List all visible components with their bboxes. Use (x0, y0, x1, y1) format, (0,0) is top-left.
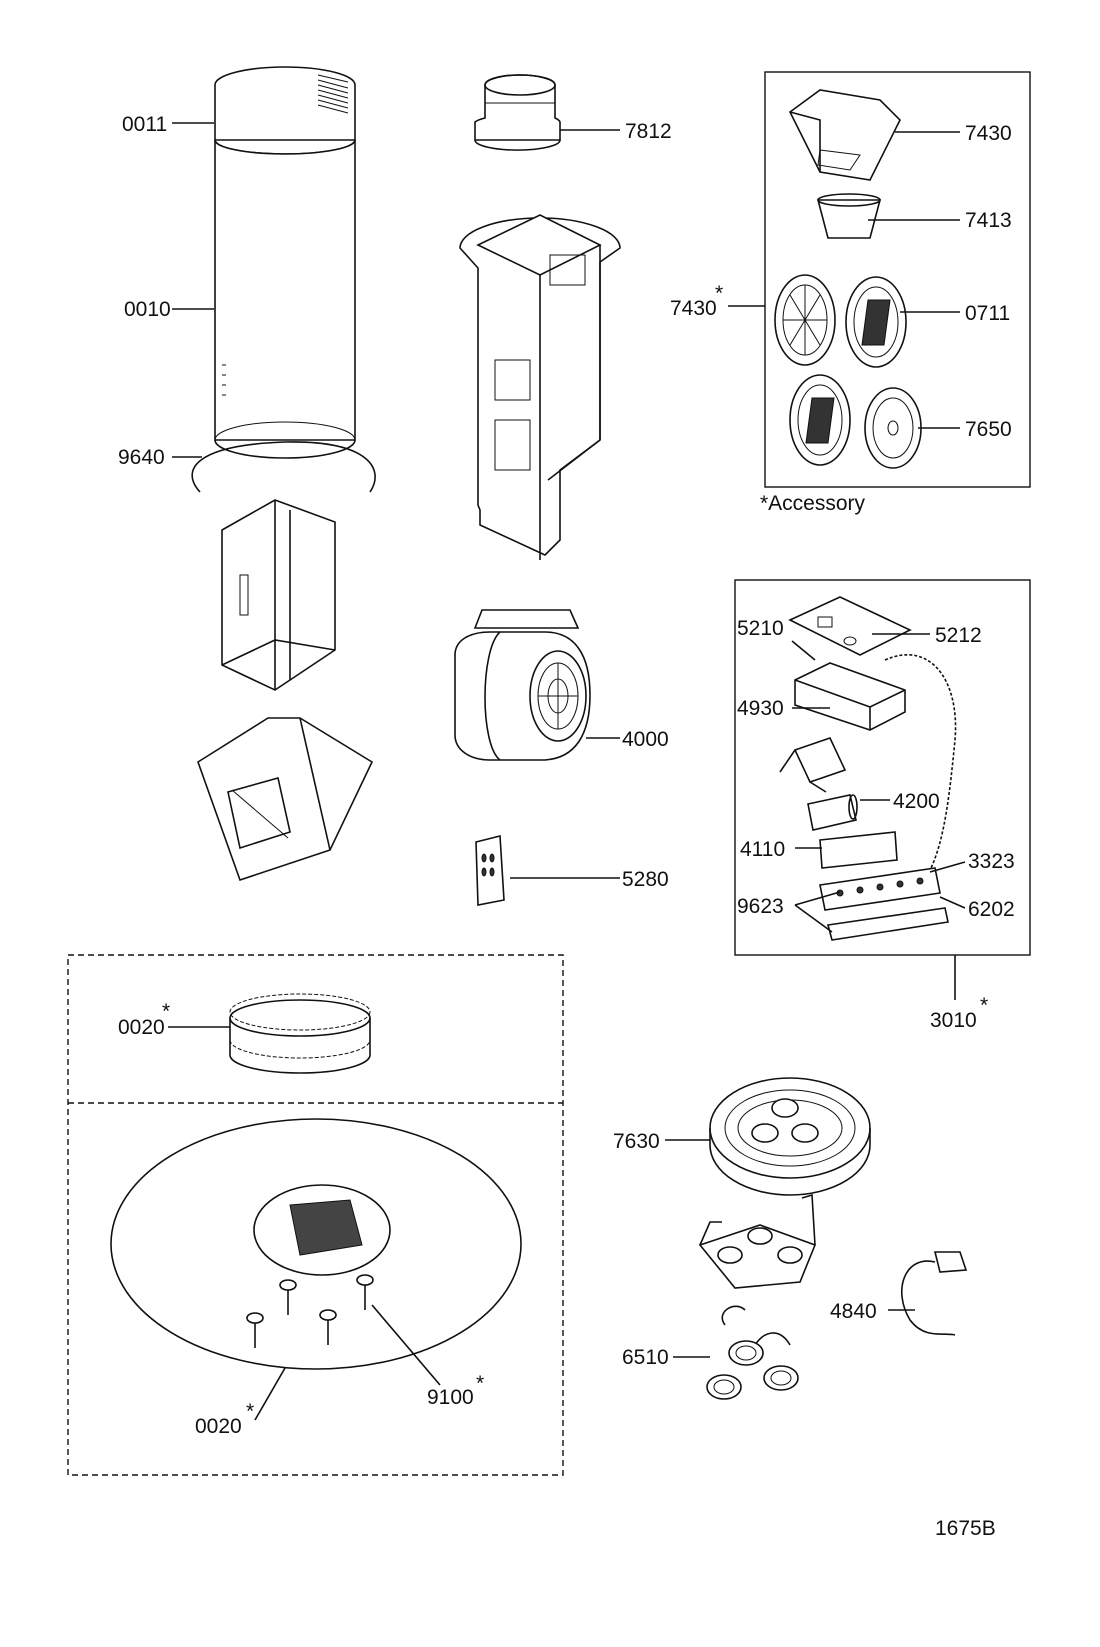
light-bracket (698, 1193, 817, 1289)
control-board (788, 596, 912, 656)
accessory-kit-box (764, 71, 1031, 488)
charcoal-filter-c (789, 374, 851, 466)
light-grille (709, 1077, 871, 1196)
chimney-clip-ring (191, 441, 376, 493)
charcoal-filter-a (774, 274, 836, 366)
label-0020-ring: 0020 (118, 1016, 165, 1039)
label-4110: 4110 (740, 838, 785, 861)
asterisk-9100: * (476, 1372, 484, 1395)
recirc-adapter (816, 193, 882, 239)
switch-panel (819, 867, 941, 911)
label-9100: 9100 (427, 1386, 474, 1409)
halogen-lamps (706, 1305, 799, 1400)
label-7630: 7630 (613, 1130, 660, 1153)
filter-cover-disc (864, 387, 922, 469)
accessory-note: *Accessory (760, 492, 866, 515)
recirc-hood-cover (788, 89, 901, 181)
capacitor (807, 794, 858, 831)
leader-0020-plate (254, 1367, 286, 1421)
inner-chimney-frame (459, 214, 621, 560)
asterisk-0020-plate: * (246, 1400, 254, 1423)
ceiling-ring (229, 993, 371, 1074)
control-plate (475, 834, 505, 906)
electrical-kit-box (734, 579, 1031, 956)
label-4930: 4930 (737, 697, 784, 720)
label-4840: 4840 (830, 1300, 877, 1323)
blower-motor (454, 609, 591, 761)
diagram-id: 1675B (935, 1517, 996, 1540)
hex-duct-body (221, 499, 336, 691)
switch-bracket (826, 907, 949, 941)
duct-adapter (474, 74, 561, 151)
label-7430-top: 7430 (965, 122, 1012, 145)
label-0711: 0711 (965, 302, 1010, 325)
asterisk-3010: * (980, 994, 988, 1017)
hood-transition-body (197, 717, 374, 882)
label-7650: 7650 (965, 418, 1012, 441)
label-3010: 3010 (930, 1009, 977, 1032)
board-housing (794, 662, 906, 731)
label-4200: 4200 (893, 790, 940, 813)
light-switch-module (819, 831, 898, 869)
label-7430-accessory: 7430 (670, 297, 717, 320)
chimney-lower-cover (214, 139, 356, 459)
leader-5210 (791, 640, 816, 661)
asterisk-7430: * (715, 282, 723, 305)
wire-harness (884, 654, 957, 871)
light-connector (901, 1251, 968, 1336)
charcoal-filter-b (845, 276, 907, 368)
leader-9100 (371, 1304, 441, 1386)
label-4000: 4000 (622, 728, 669, 751)
label-9640: 9640 (118, 446, 165, 469)
label-6510: 6510 (622, 1346, 669, 1369)
leader-6202 (939, 896, 966, 909)
label-0010: 0010 (124, 298, 171, 321)
label-9623: 9623 (737, 895, 784, 918)
label-0020-plate: 0020 (195, 1415, 242, 1438)
mounting-screws (246, 1274, 374, 1348)
leader-3323 (929, 861, 966, 873)
label-5210: 5210 (737, 617, 784, 640)
label-5280: 5280 (622, 868, 669, 891)
transformer (779, 737, 847, 793)
label-3323: 3323 (968, 850, 1015, 873)
label-5212: 5212 (935, 624, 982, 647)
leader-9623 (794, 891, 841, 933)
label-6202: 6202 (968, 898, 1015, 921)
ceiling-plate (110, 1118, 522, 1370)
label-7413: 7413 (965, 209, 1012, 232)
asterisk-0020-ring: * (162, 1000, 170, 1023)
chimney-upper-cover (214, 66, 356, 155)
label-7812: 7812 (625, 120, 672, 143)
ceiling-trim-kit-box (67, 954, 564, 1476)
label-0011: 0011 (122, 113, 167, 136)
